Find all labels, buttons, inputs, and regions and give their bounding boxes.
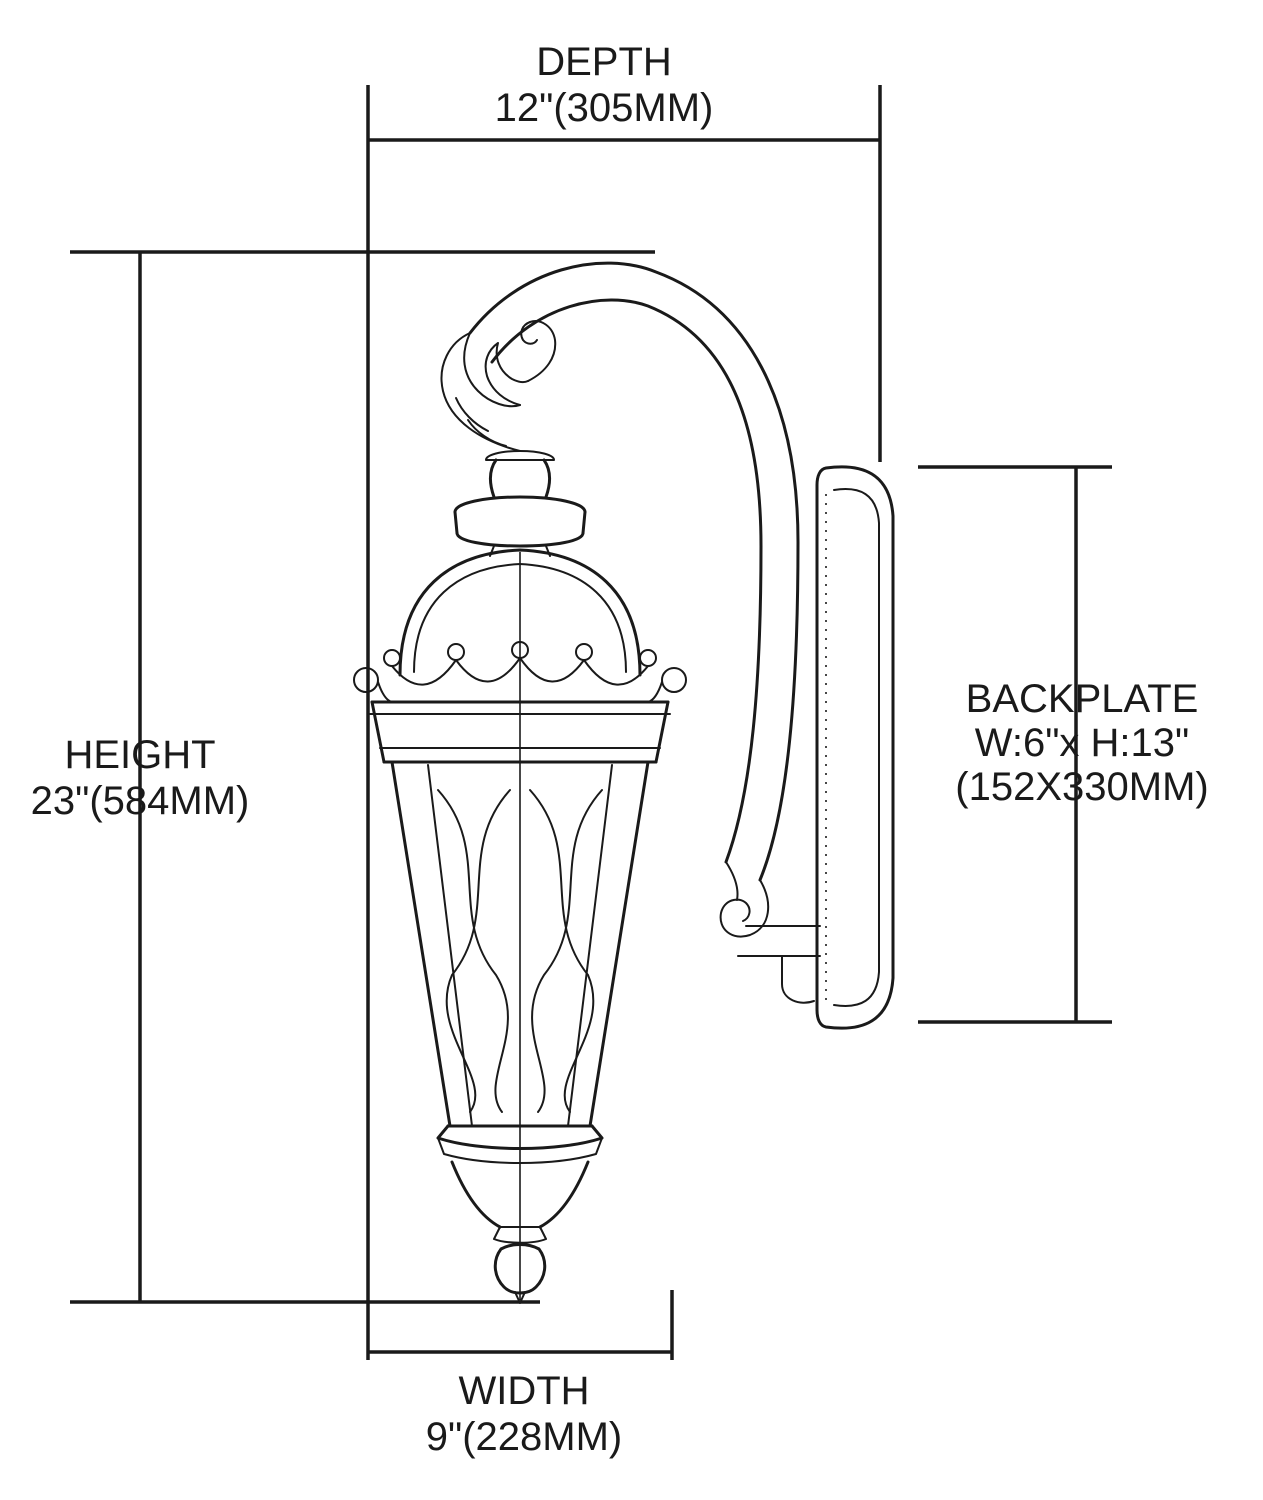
backplate-dimension: BACKPLATE W:6"x H:13" (152X330MM) xyxy=(918,465,1209,1024)
width-label: WIDTH xyxy=(458,1369,589,1413)
upper-ring-sides xyxy=(370,700,670,764)
backplate-contour xyxy=(833,488,880,1007)
tracery-left-a xyxy=(437,789,509,1113)
cap-ring xyxy=(437,1137,603,1164)
height-dimension: HEIGHT 23"(584MM) xyxy=(31,250,655,1304)
collar-top-ellipse xyxy=(453,495,587,514)
crown-band xyxy=(353,641,687,703)
body-facet-right xyxy=(567,764,613,1127)
collar-bottom-ellipse xyxy=(455,531,585,548)
leaf-frill xyxy=(455,397,507,447)
cap-cone xyxy=(450,1160,590,1229)
scroll-arm xyxy=(468,261,821,1004)
leaf-outer xyxy=(440,332,521,452)
crown-end-curl-right xyxy=(661,667,687,693)
tracery-left-b xyxy=(445,789,511,1113)
crown-bead xyxy=(575,643,593,661)
body-facet-left xyxy=(427,764,473,1127)
crown-bead xyxy=(383,649,401,667)
finial-vase xyxy=(489,458,551,499)
body-left-edge xyxy=(390,760,452,1128)
tracery-right-a xyxy=(531,789,603,1113)
depth-value: 12"(305MM) xyxy=(495,86,714,130)
arm-bracket-foot xyxy=(781,955,815,1004)
backplate-outline xyxy=(815,465,895,1030)
cap-flare xyxy=(436,1124,604,1150)
leaf-curl xyxy=(520,320,557,382)
acorn-knob xyxy=(493,1243,547,1295)
top-finial xyxy=(453,450,587,557)
tracery-right-b xyxy=(529,789,595,1113)
scroll-arm-inner-curl xyxy=(725,861,739,901)
scroll-arm-inner xyxy=(490,298,763,864)
crown-end-curl-left xyxy=(353,667,379,693)
cone-neck xyxy=(493,1226,547,1244)
scroll-arm-outer xyxy=(468,261,800,882)
scroll-arm-curl xyxy=(719,879,770,938)
depth-dimension: DEPTH 12"(305MM) xyxy=(366,40,882,1360)
backplate-size: W:6"x H:13" xyxy=(975,721,1189,765)
dome-inner xyxy=(413,563,627,673)
depth-label: DEPTH xyxy=(536,40,672,84)
acorn-tip xyxy=(514,1291,526,1304)
leaf-ornament xyxy=(440,320,557,452)
height-value: 23"(584MM) xyxy=(31,779,250,823)
width-value: 9"(228MM) xyxy=(426,1415,622,1459)
lantern-drawing xyxy=(353,261,895,1304)
crown-bead xyxy=(447,643,465,661)
backplate-label: BACKPLATE xyxy=(966,677,1199,721)
height-label: HEIGHT xyxy=(64,733,215,777)
body-right-edge xyxy=(588,760,650,1128)
bottom-cap xyxy=(436,1124,604,1244)
dome-outer xyxy=(398,548,642,677)
width-dimension: WIDTH 9"(228MM) xyxy=(368,1290,674,1459)
leaf-inner xyxy=(484,342,529,406)
crown-bead xyxy=(639,649,657,667)
bottom-finial xyxy=(493,1243,547,1304)
collar-sides xyxy=(453,510,587,535)
finial-cap-disc xyxy=(485,450,555,461)
backplate-metric: (152X330MM) xyxy=(955,765,1208,809)
backplate-shape xyxy=(815,465,895,1030)
lantern-body xyxy=(390,760,650,1128)
dome xyxy=(398,548,642,677)
crown-scallops xyxy=(391,657,649,686)
upper-ring xyxy=(369,700,671,764)
